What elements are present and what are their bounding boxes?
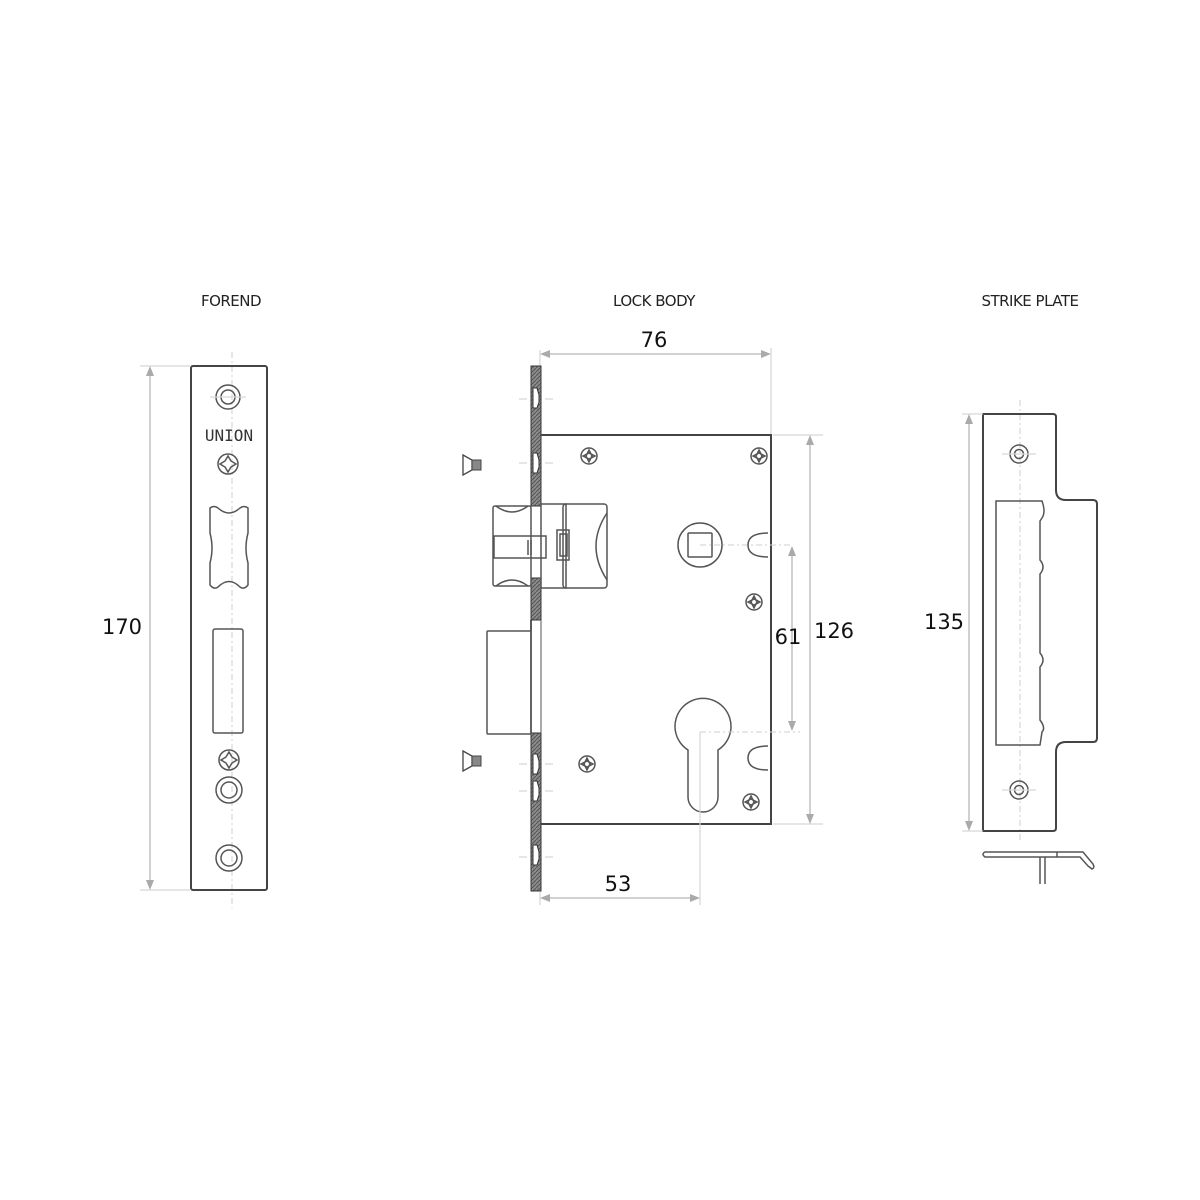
brand-logo: UNION [205,426,253,445]
bolt-opening [212,628,244,734]
case-notch [747,745,769,771]
strike-plate-outline [982,413,1098,832]
lock-case [541,434,772,825]
countersunk-hole-icon [1002,444,1036,464]
phillips-screw-icon [217,453,239,475]
forend-plate [190,365,268,891]
spindle-hole [677,522,723,568]
latch-opening [209,505,249,589]
lock-body-title: LOCK BODY [613,292,696,310]
strike-plate-title: STRIKE PLATE [981,292,1078,310]
forend-section [530,365,542,507]
phillips-screw-icon [580,447,598,465]
phillips-screw-icon [745,593,763,611]
countersunk-screw-icon [462,453,482,477]
strike-plate-view: STRIKE PLATE 135 [924,292,1098,884]
phillips-screw-icon [750,447,768,465]
phillips-screw-icon [218,749,240,771]
strike-plate-profile [982,851,1095,884]
deadbolt [486,630,532,735]
phillips-screw-icon [578,755,596,773]
forend-title: FOREND [201,292,261,310]
forend-height-value: 170 [102,615,142,639]
case-notch [747,532,769,558]
strike-plate-height-value: 135 [924,610,964,634]
countersunk-hole-icon [215,776,243,804]
forend-countersink-notches [532,387,540,866]
countersunk-hole-icon [1002,780,1036,800]
lock-body-width-value: 76 [641,328,668,352]
countersunk-hole-icon [215,844,243,872]
lock-body-view: LOCK BODY 76 [462,292,854,905]
lock-body-height-value: 126 [814,619,854,643]
phillips-screw-icon [742,793,760,811]
countersunk-screw-icon [462,749,482,773]
centres-value: 61 [775,625,802,649]
latch-bolt [492,503,608,589]
strike-opening [995,500,1045,746]
euro-cylinder-hole [674,697,732,813]
forend-view: FOREND UNION [102,292,268,908]
countersunk-hole-icon [210,384,246,410]
backset-value: 53 [605,872,632,896]
